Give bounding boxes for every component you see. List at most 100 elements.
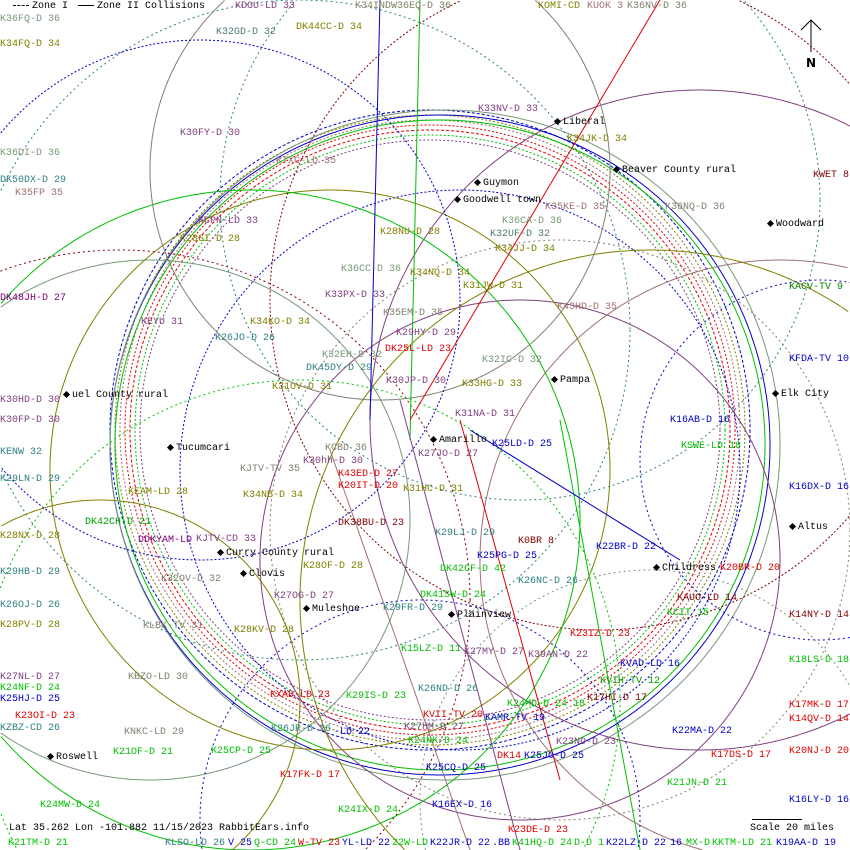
station-label[interactable]: K15LZ-D 11: [401, 644, 462, 655]
station-label[interactable]: K29HB-D 29: [0, 567, 61, 578]
station-label[interactable]: K30hh-D 30: [303, 456, 364, 467]
station-label[interactable]: KVAD-LD 16: [620, 659, 681, 670]
station-label[interactable]: K25PG-D 25: [477, 551, 538, 562]
station-label[interactable]: KKTM-LD 21: [712, 838, 773, 849]
station-label[interactable]: DK42CH-D 21: [85, 517, 152, 528]
station-label[interactable]: K36CC-D 36: [341, 264, 402, 275]
station-label[interactable]: K39AN-D 22: [528, 650, 589, 661]
station-label[interactable]: DK14: [497, 751, 522, 762]
station-label[interactable]: KVII-TV 20: [423, 710, 484, 721]
station-label[interactable]: K17MK-D 17: [789, 700, 850, 711]
station-label[interactable]: K43ED-D 27: [338, 469, 399, 480]
station-label[interactable]: K34FQ-D 34: [0, 39, 61, 50]
station-label[interactable]: K19AA-D 19: [776, 838, 837, 849]
station-label[interactable]: K32OV-D 32: [161, 574, 222, 585]
station-label[interactable]: KFDA-TV 10: [789, 354, 850, 365]
station-label[interactable]: K17HI-D 17: [587, 693, 648, 704]
station-label[interactable]: KAMR-TV 19: [485, 713, 546, 724]
station-label[interactable]: K22BR-D 22: [596, 542, 657, 553]
station-label[interactable]: K22MA-D 22: [672, 726, 733, 737]
station-label[interactable]: K26NC-D 26: [518, 576, 579, 587]
station-label[interactable]: K29LN-D 29: [0, 474, 61, 485]
station-label[interactable]: K34KO-D 34: [250, 317, 311, 328]
station-label[interactable]: K34INDW36EQ-D 36: [355, 1, 452, 12]
station-label[interactable]: K16AB-D 16: [670, 415, 731, 426]
station-label[interactable]: W-TV 23: [298, 838, 341, 849]
station-label[interactable]: K17FK-D 17: [280, 770, 341, 781]
station-label[interactable]: K34JJ-D 34: [495, 244, 556, 255]
station-label[interactable]: K36NQ-D 36: [665, 202, 726, 213]
station-label[interactable]: KDGU-LD 33: [235, 1, 296, 12]
station-label[interactable]: K32UF-D 32: [490, 229, 551, 240]
station-label[interactable]: K25HJ-D 25: [0, 694, 61, 705]
station-label[interactable]: K21TM-D 21: [8, 838, 69, 849]
station-label[interactable]: K34NQ-D 34: [410, 268, 471, 279]
station-label[interactable]: K32GD-D 32: [216, 27, 277, 38]
station-label[interactable]: KEYU 31: [141, 317, 184, 328]
station-label[interactable]: K35KE-D 35: [545, 202, 606, 213]
station-label[interactable]: K20BR-D 20: [720, 563, 781, 574]
station-label[interactable]: K24MD-D 24 18: [507, 699, 586, 710]
station-label[interactable]: KXAD-LD 23: [270, 690, 331, 701]
station-label[interactable]: K14QV-D 14: [789, 714, 850, 725]
station-label[interactable]: K23OI-D 23: [15, 711, 76, 722]
station-label[interactable]: KENW 32: [0, 447, 43, 458]
station-label[interactable]: K28OF-D 28: [303, 561, 364, 572]
station-label[interactable]: K36DI-D 36: [0, 148, 61, 159]
station-label[interactable]: K31JW-D 31: [463, 281, 524, 292]
station-label[interactable]: K32IC-D 32: [482, 355, 543, 366]
station-label[interactable]: DDKYAM-LD: [138, 535, 193, 546]
station-label[interactable]: KCIT 15: [667, 608, 710, 619]
station-label[interactable]: K16EX-D 16: [432, 800, 493, 811]
station-label[interactable]: K23ND-D 23: [556, 737, 617, 748]
station-label[interactable]: K27NL-D 27: [0, 672, 61, 683]
station-label[interactable]: K33NV-D 33: [478, 104, 539, 115]
station-label[interactable]: K26ND-D 26: [418, 684, 479, 695]
station-label[interactable]: K43HD-D 35: [557, 302, 618, 313]
station-label[interactable]: KSWE-LD 18: [681, 441, 742, 452]
station-label[interactable]: K28GI-D 28: [180, 234, 241, 245]
station-label[interactable]: K25LD-D 25: [492, 439, 553, 450]
station-label[interactable]: K16LY-D 16: [789, 795, 850, 806]
station-label[interactable]: K35FP 35: [15, 188, 64, 199]
station-label[interactable]: K18LS-D 18: [789, 655, 850, 666]
station-label[interactable]: K33PX-D 33: [325, 290, 386, 301]
station-label[interactable]: K26JO-D 26: [215, 333, 276, 344]
station-label[interactable]: DK25L-LD 23: [385, 344, 452, 355]
station-label[interactable]: K28NX-D 28: [0, 531, 61, 542]
station-label[interactable]: K34JK-D 34: [567, 134, 628, 145]
station-label[interactable]: KWET 8: [813, 170, 850, 181]
station-label[interactable]: DK41SW-D 24: [420, 590, 487, 601]
station-label[interactable]: K24NF-D 24: [0, 683, 61, 694]
station-label[interactable]: DK42CF-D 42: [440, 564, 507, 575]
station-label[interactable]: K0BR 8: [518, 536, 555, 547]
station-label[interactable]: K23IZ-D 23: [570, 629, 631, 640]
station-label[interactable]: K41HQ-D 24: [512, 838, 573, 849]
station-label[interactable]: K25JO-D 25: [524, 751, 585, 762]
station-label[interactable]: KCBD 36: [325, 443, 368, 454]
station-label[interactable]: K20NJ-D 20: [789, 746, 850, 757]
station-label[interactable]: KJTV-CD 33: [196, 534, 257, 545]
station-label[interactable]: K26JR-D 26: [271, 724, 332, 735]
station-label[interactable]: KVIH-TV 12: [600, 676, 661, 687]
station-label[interactable]: KBZO-LD 30: [128, 672, 189, 683]
station-label[interactable]: K31OV-D 31: [272, 382, 333, 393]
station-label[interactable]: KTXC-LD 35: [276, 156, 337, 167]
station-label[interactable]: K22LZ-D 22: [606, 838, 667, 849]
station-label[interactable]: V 25: [228, 838, 253, 849]
station-label[interactable]: K30JP-D 30: [386, 376, 447, 387]
station-label[interactable]: K25CQ-D 25: [426, 763, 487, 774]
station-label[interactable]: K27JO-D 27: [418, 449, 479, 460]
station-label[interactable]: K30HD-D 30: [0, 395, 61, 406]
station-label[interactable]: KLSO-LD 26: [165, 838, 226, 849]
station-label[interactable]: DK44CC-D 34: [296, 22, 363, 33]
station-label[interactable]: Q-CD 24: [254, 838, 297, 849]
station-label[interactable]: YL-LD 22: [342, 838, 391, 849]
station-label[interactable]: DK38BU-D 23: [338, 518, 405, 529]
station-label[interactable]: DK48JH-D 27: [0, 293, 67, 304]
station-label[interactable]: K14NY-D 14: [789, 610, 850, 621]
station-label[interactable]: K36CA-D 36: [502, 216, 563, 227]
station-label[interactable]: K31NA-D 31: [455, 409, 516, 420]
station-label[interactable]: K21JN-D 21: [667, 778, 728, 789]
